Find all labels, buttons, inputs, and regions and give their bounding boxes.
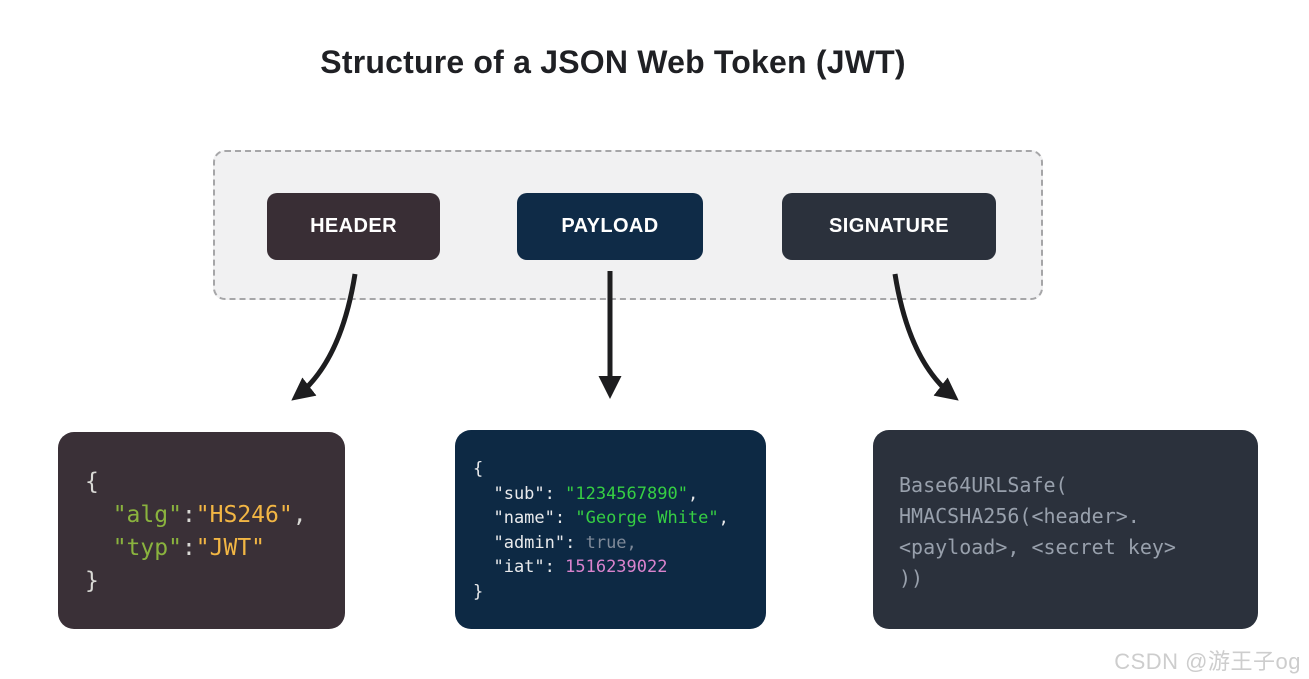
code-line: } [85, 568, 99, 594]
code-line: "iat": 1516239022 [473, 557, 668, 578]
page-title: Structure of a JSON Web Token (JWT) [320, 44, 906, 80]
code-line: <payload>, <secret key> [899, 535, 1176, 559]
code-line: HMACSHA256(<header>. [899, 504, 1140, 528]
payload-pill: PAYLOAD [517, 193, 703, 260]
header-code-block: { "alg":"HS246", "typ":"JWT" } [58, 432, 345, 629]
code-line: { [473, 459, 484, 479]
code-line: "name": "George White", [473, 508, 729, 529]
payload-pill-label: PAYLOAD [561, 215, 659, 237]
code-line: { [85, 469, 99, 495]
code-line: "admin": true, [473, 532, 637, 553]
watermark: CSDN @游王子og [1114, 649, 1301, 674]
code-line: "sub": "1234567890", [473, 483, 699, 504]
code-line: Base64URLSafe( [899, 473, 1068, 497]
signature-code-block: Base64URLSafe( HMACSHA256(<header>. <pay… [873, 430, 1258, 629]
payload-code-block: { "sub": "1234567890", "name": "George W… [455, 430, 766, 629]
code-line: "alg":"HS246", [85, 502, 307, 528]
signature-pill: SIGNATURE [782, 193, 996, 260]
code-line: )) [899, 566, 924, 590]
header-pill: HEADER [267, 193, 440, 260]
code-line: "typ":"JWT" [85, 535, 266, 561]
signature-pill-label: SIGNATURE [829, 215, 949, 237]
header-pill-label: HEADER [310, 215, 397, 237]
code-line: } [473, 581, 484, 602]
